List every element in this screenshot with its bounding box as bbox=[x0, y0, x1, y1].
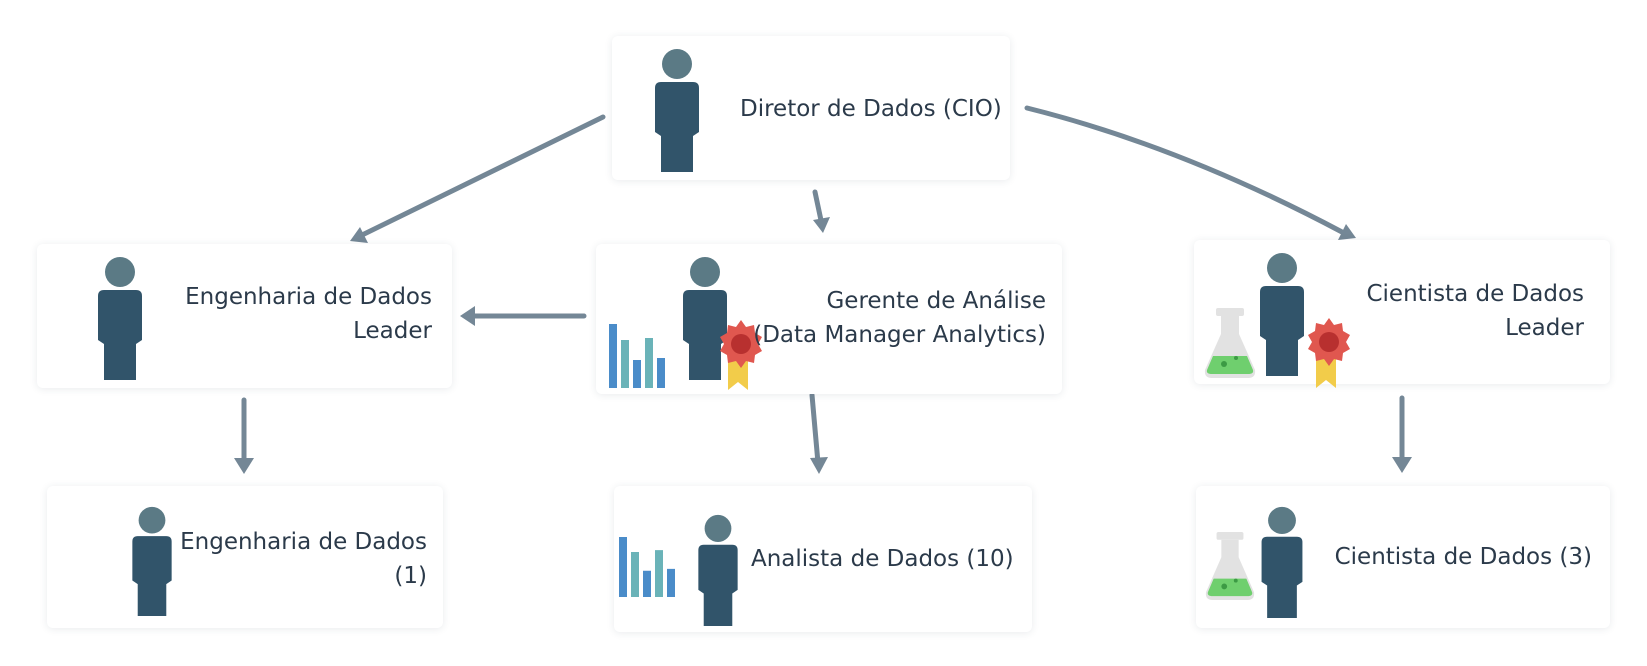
node-label: Cientista de Dados (3) bbox=[1334, 544, 1592, 570]
arrowhead bbox=[460, 306, 475, 326]
node-cio[interactable]: Diretor de Dados (CIO) bbox=[612, 36, 1010, 180]
arrowhead bbox=[810, 457, 828, 474]
arrowhead bbox=[350, 227, 368, 243]
arrow-manager-to-data-analyst bbox=[809, 392, 821, 466]
bar-chart-icon bbox=[609, 324, 665, 388]
node-data-scientist[interactable]: Cientista de Dados (3) bbox=[1196, 486, 1610, 628]
node-label: Diretor de Dados (CIO) bbox=[740, 96, 1002, 122]
arrowhead bbox=[813, 217, 830, 233]
award-badge-icon bbox=[720, 320, 762, 390]
award-badge-icon bbox=[1308, 318, 1350, 388]
person-icon bbox=[1260, 253, 1304, 376]
person-icon bbox=[98, 257, 142, 380]
bar-chart-icon bbox=[619, 537, 675, 597]
node-scientist-leader[interactable]: Cientista de Dados Leader bbox=[1194, 240, 1610, 388]
arrow-cio-to-scientist-leader bbox=[1024, 105, 1345, 235]
node-analysis-manager[interactable]: Gerente de Análise (Data Manager Analyti… bbox=[596, 244, 1062, 394]
arrowhead bbox=[1392, 457, 1412, 473]
person-icon bbox=[698, 514, 738, 626]
flask-icon bbox=[1205, 532, 1255, 600]
node-data-engineer[interactable]: Engenharia de Dados (1) bbox=[47, 486, 443, 628]
node-eng-leader[interactable]: Engenharia de Dados Leader bbox=[37, 244, 452, 388]
node-label: Engenharia de Dados (1) bbox=[180, 529, 427, 589]
person-icon bbox=[683, 257, 727, 380]
arrowhead bbox=[234, 458, 254, 474]
arrowhead bbox=[1338, 224, 1356, 240]
node-data-analyst[interactable]: Analista de Dados (10) bbox=[614, 486, 1032, 632]
node-label: Gerente de Análise (Data Manager Analyti… bbox=[753, 288, 1046, 348]
flask-icon bbox=[1204, 308, 1256, 378]
person-icon bbox=[1261, 506, 1303, 618]
node-label: Engenharia de Dados Leader bbox=[185, 284, 432, 344]
arrow-cio-to-eng-leader bbox=[353, 114, 606, 241]
person-icon bbox=[132, 506, 172, 616]
node-label: Cientista de Dados Leader bbox=[1366, 281, 1584, 341]
node-label: Analista de Dados (10) bbox=[751, 546, 1014, 572]
person-icon bbox=[655, 49, 699, 172]
